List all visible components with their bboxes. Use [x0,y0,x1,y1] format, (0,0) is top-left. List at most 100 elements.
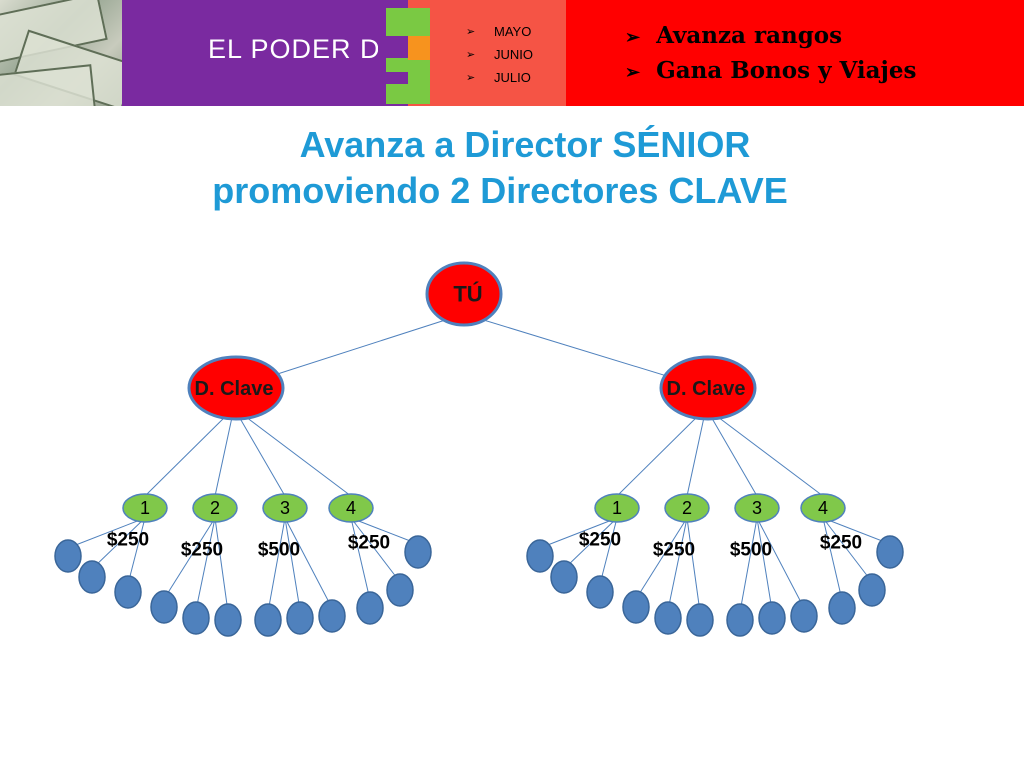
bonus-amount: $500 [258,540,300,561]
banner-red-panel [566,0,1024,106]
sublevel-node [328,493,374,523]
sublevel-label: 2 [682,498,692,518]
connector-line [144,407,235,497]
connector-line [705,407,824,497]
month-item: ➢JULIO [466,69,531,85]
connector-line [350,517,419,545]
sublevel-label: 2 [210,498,220,518]
leaf-node [550,560,578,594]
sublevel-label: 3 [752,498,762,518]
connector-line [563,517,618,570]
sublevel-label: 1 [612,498,622,518]
number-three-logo [378,0,438,106]
banner-title: EL PODER DE [208,34,400,64]
leaf-node [404,535,432,569]
arrow-bullet-icon: ➢ [466,48,476,61]
perks-list: ➢Avanza rangos ➢Gana Bonos y Viajes [625,18,916,88]
leaf-node [182,601,210,635]
sublevel-label: 3 [280,498,290,518]
leaf-node [654,601,682,635]
connector-line [195,517,216,611]
leaf-node [586,575,614,609]
connector-line [686,407,707,497]
bonus-amount: $250 [820,533,862,554]
connector-line [822,517,891,545]
leaf-node [214,603,242,637]
leaf-node [254,603,282,637]
leaf-node [876,535,904,569]
leaf-node [356,591,384,625]
title-line-1: Avanza a Director SÉNIOR [299,124,751,165]
sublevel-node [594,493,640,523]
leaf-node [150,590,178,624]
leaf-node [828,591,856,625]
root-node [425,261,503,327]
leaf-node [54,539,82,573]
bonus-amount: $500 [730,540,772,561]
connector-line [756,517,773,611]
director-node [187,355,285,421]
connector-line [667,517,688,611]
leaf-node [286,601,314,635]
money-image [0,0,122,106]
leaf-node [386,573,414,607]
director-node [659,355,757,421]
connector-line [163,517,216,600]
connector-line [756,517,805,609]
sublevel-label: 4 [818,498,828,518]
sublevel-label: 1 [140,498,150,518]
connector-line [91,517,146,570]
connector-line [350,517,401,583]
connector-line [822,517,843,601]
connector-line [214,407,235,497]
connector-line [233,407,352,497]
leaf-node [858,573,886,607]
root-label: TÚ [453,282,482,307]
leaf-node [526,539,554,573]
leaf-node [318,599,346,633]
arrow-bullet-icon: ➢ [625,27,641,48]
connector-line [686,517,701,613]
leaf-node [790,599,818,633]
connector-line [214,517,229,613]
sublevel-node [262,493,308,523]
bonus-amount: $250 [348,533,390,554]
leaf-node [78,560,106,594]
connector-line [233,407,286,497]
bonus-amount: $250 [107,530,149,551]
connector-line [822,517,873,583]
title-line-2: promoviendo 2 Directores CLAVE [212,170,788,211]
arrow-bullet-icon: ➢ [466,71,476,84]
sublevel-node [122,493,168,523]
months-list: ➢MAYO ➢JUNIO ➢JULIO [466,20,533,89]
leaf-node [758,601,786,635]
perk-item: ➢Gana Bonos y Viajes [625,57,917,84]
bonus-amount: $250 [181,540,223,561]
connector-line [267,517,286,613]
leaf-node [726,603,754,637]
leaf-node [686,603,714,637]
director-label: D. Clave [195,378,274,400]
connector-line [67,517,146,549]
arrow-bullet-icon: ➢ [625,62,641,83]
connector-line [739,517,758,613]
banner-purple-panel [122,0,384,106]
leaf-node [114,575,142,609]
connector-line [599,517,618,585]
director-label: D. Clave [667,378,746,400]
banner-coral-panel [438,0,566,106]
perk-item: ➢Avanza rangos [625,22,843,49]
leaf-node [622,590,650,624]
connector-line [284,517,301,611]
sublevel-node [734,493,780,523]
connector-line [284,517,333,609]
sublevel-node [800,493,846,523]
bonus-amount: $250 [653,540,695,561]
month-item: ➢MAYO [466,23,532,39]
connector-line [635,517,688,600]
connector-line [350,517,371,601]
sublevel-node [192,493,238,523]
connector-line [705,407,758,497]
connector-line [616,407,707,497]
connector-line [539,517,618,549]
